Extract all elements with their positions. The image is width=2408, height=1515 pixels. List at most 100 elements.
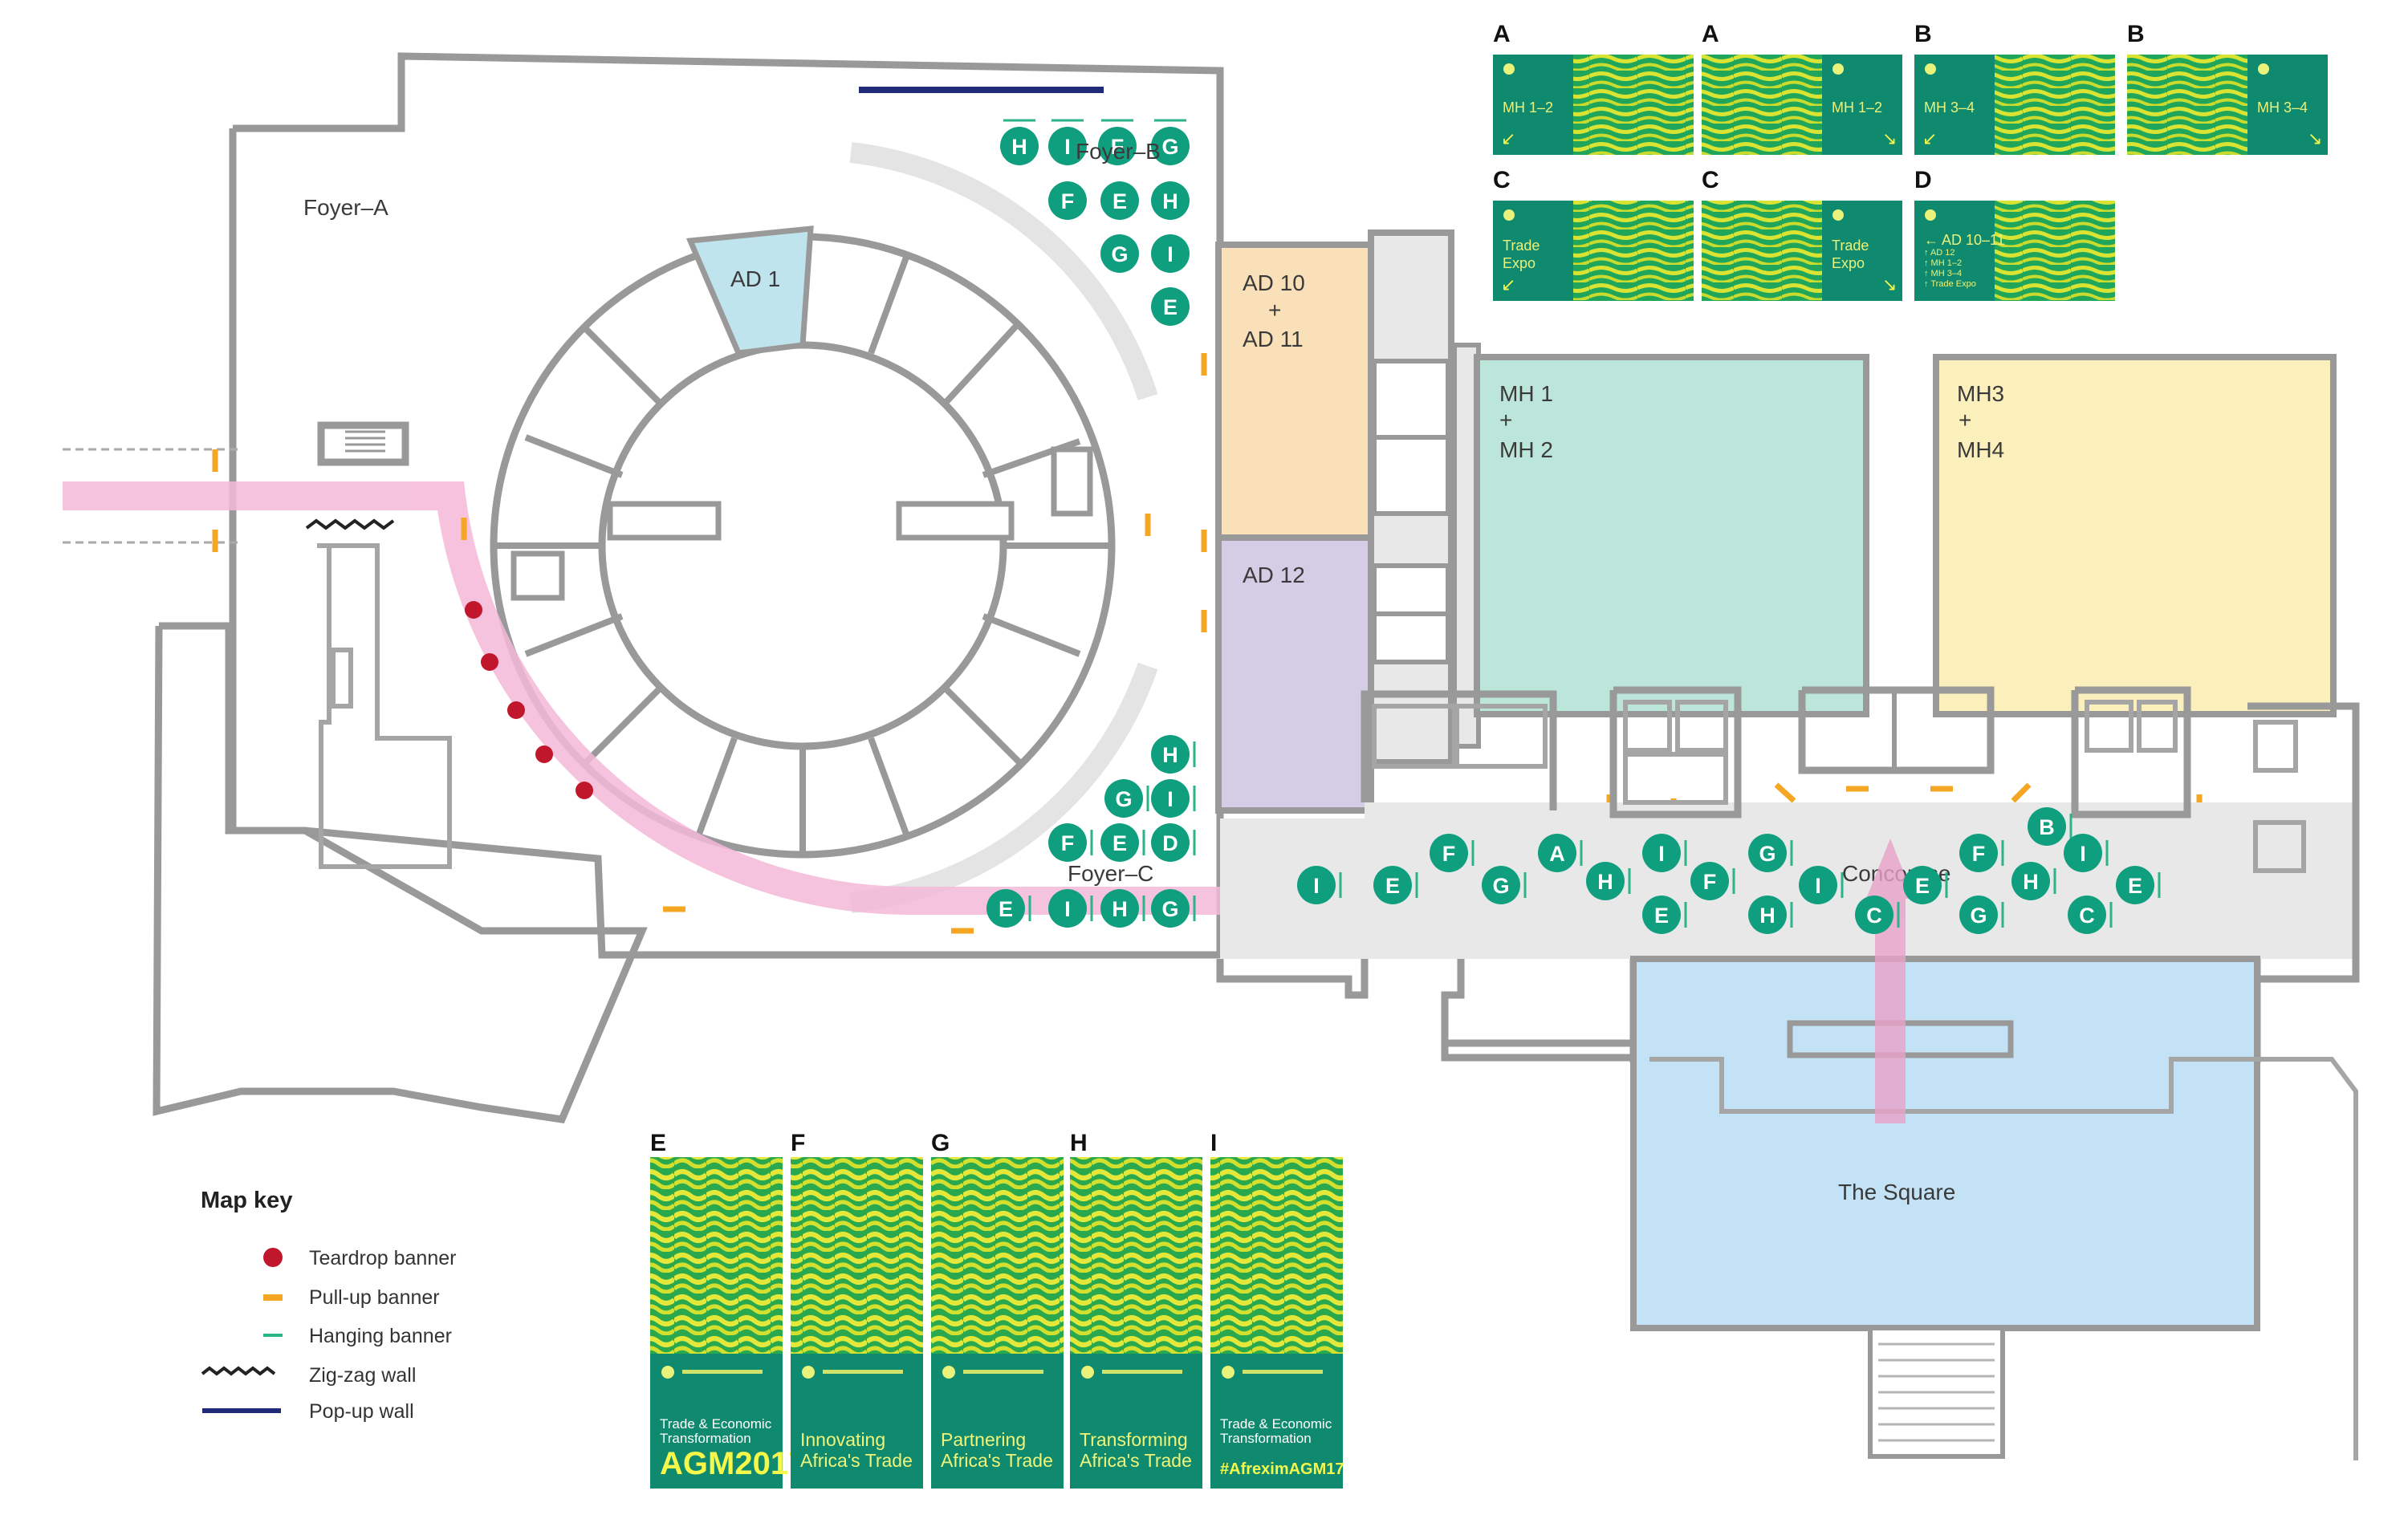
- signage-marker: B: [2028, 807, 2072, 846]
- marker-circle: [1959, 896, 1998, 934]
- signage-marker: E: [1151, 287, 1190, 326]
- vertical-banner-letter: H: [1070, 1130, 1088, 1156]
- stage-left: [607, 501, 722, 541]
- marker-circle: [1100, 234, 1139, 273]
- marker-letter: H: [1162, 743, 1178, 767]
- marker-circle: [1151, 234, 1190, 273]
- marker-letter: G: [1759, 842, 1775, 866]
- sign-panel-letter: B: [1914, 21, 1932, 47]
- vertical-banner-letter: I: [1210, 1130, 1217, 1156]
- map-key-item-pullup: Pull-up banner: [309, 1286, 440, 1309]
- mh12-label-line2: +: [1499, 408, 1512, 433]
- vertical-banner-line1: Innovating: [800, 1429, 885, 1450]
- signage-marker: G: [1748, 834, 1793, 872]
- sign-panel: D← AD 10–11↑ AD 12↑ MH 1–2↑ MH 3–4↑ Trad…: [1914, 167, 2115, 301]
- marker-circle: [1642, 834, 1681, 872]
- afrexim-wordmark: [682, 1370, 763, 1374]
- vertical-banner-artwork: [791, 1157, 923, 1354]
- direction-arrow-icon: ↘: [2308, 128, 2322, 148]
- signage-marker: H: [1100, 889, 1145, 928]
- marker-circle: [1151, 779, 1190, 818]
- signage-marker: C: [1855, 896, 1900, 934]
- marker-letter: G: [1161, 897, 1178, 921]
- afrexim-logo-icon: [2258, 63, 2269, 75]
- left-lower-wing: [153, 622, 648, 1123]
- sign-panel: AMH 1–2↘: [1702, 21, 1902, 155]
- marker-letter: F: [1442, 842, 1456, 866]
- marker-letter: F: [1111, 135, 1125, 159]
- afrexim-logo-icon: [802, 1366, 815, 1379]
- marker-circle: [986, 889, 1025, 928]
- marker-circle: [2068, 896, 2106, 934]
- signage-marker: G: [1151, 889, 1196, 928]
- sign-panel-line1: Trade: [1503, 238, 1540, 254]
- teardrop-banner: [535, 745, 553, 763]
- map-key-item-popup: Pop-up wall: [309, 1400, 414, 1423]
- vertical-banner-headline: AGM2017: [660, 1446, 806, 1481]
- the-square: [1630, 956, 2260, 1331]
- route-arrow-up: [1866, 839, 1914, 1123]
- afrexim-logo-icon: [661, 1366, 674, 1379]
- signage-marker: G: [1482, 866, 1527, 904]
- signage-marker: E: [1903, 866, 1948, 904]
- ad10-label-line3: AD 11: [1243, 327, 1304, 351]
- sign-panel-line2: Expo: [1832, 255, 1865, 271]
- afrexim-logo-icon: [1222, 1366, 1235, 1379]
- sign-panel: BMH 3–4↙: [1914, 21, 2115, 155]
- vertical-banner-letter: G: [931, 1130, 950, 1156]
- signage-marker: I: [1799, 866, 1844, 904]
- marker-circle: [1048, 181, 1087, 220]
- direction-arrow-icon: ↙: [1922, 128, 1937, 148]
- service-block-middle: [1368, 229, 1481, 766]
- afrexim-logo-icon: [1832, 63, 1844, 75]
- ad1-label: AD 1: [730, 266, 780, 291]
- marker-letter: H: [1759, 904, 1775, 928]
- marker-circle: [1048, 823, 1087, 862]
- mh34-label-line1: MH3: [1957, 381, 2004, 406]
- marker-circle: [1642, 896, 1681, 934]
- zigzag-wall: [305, 518, 395, 530]
- marker-letter: A: [1549, 842, 1565, 866]
- hall-room: [1051, 446, 1093, 517]
- afrexim-logo-icon: [1925, 63, 1936, 75]
- sign-panel-line1: ← AD 10–11: [1924, 232, 2005, 248]
- teardrop-banner: [507, 701, 525, 719]
- signage-marker: I: [1151, 234, 1190, 273]
- service-room: [331, 648, 353, 709]
- afrexim-logo-icon: [1832, 209, 1844, 221]
- signage-marker: H: [1000, 119, 1039, 165]
- mh34-label-line2: +: [1959, 408, 1971, 433]
- signage-marker: G: [1151, 119, 1190, 165]
- marker-letter: B: [2039, 815, 2055, 839]
- vertical-banner-artwork: [650, 1157, 783, 1354]
- vertical-banner-line1: Transforming: [1080, 1429, 1188, 1450]
- zigzag-key-icon: [201, 1366, 276, 1376]
- marker-circle: [1151, 823, 1190, 862]
- circular-hall: AD 1: [490, 142, 1158, 913]
- signage-marker: I: [1151, 779, 1196, 818]
- signage-marker: F: [1959, 834, 2004, 872]
- marker-circle: [1100, 181, 1139, 220]
- marker-circle: [1098, 127, 1137, 165]
- marker-letter: H: [1112, 897, 1128, 921]
- marker-letter: F: [1703, 870, 1717, 894]
- sign-panel-letter: C: [1702, 167, 1719, 193]
- afrexim-logo-icon: [1925, 209, 1936, 221]
- marker-letter: G: [1115, 787, 1132, 811]
- ad10-label-line2: +: [1268, 298, 1281, 323]
- marker-circle: [1586, 862, 1625, 900]
- marker-circle: [1151, 889, 1190, 928]
- marker-letter: C: [1866, 904, 1882, 928]
- stair-block: [317, 421, 409, 466]
- sign-panel-line1: MH 3–4: [2257, 100, 2308, 116]
- entry-route: [63, 481, 1348, 931]
- vertical-banner-artwork: [931, 1157, 1064, 1354]
- mh12-label-line3: MH 2: [1499, 437, 1553, 462]
- marker-letter: G: [1111, 242, 1128, 266]
- map-key-item-zigzag: Zig-zag wall: [309, 1364, 416, 1387]
